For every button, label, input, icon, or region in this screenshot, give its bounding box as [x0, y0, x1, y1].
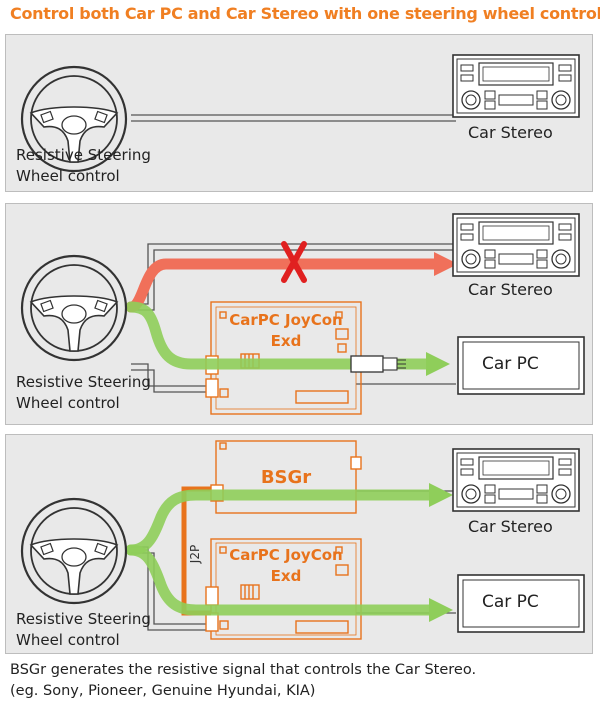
carpc-signal-arrow [125, 544, 437, 616]
car-stereo-label: Car Stereo [468, 517, 553, 536]
car-stereo-label: Car Stereo [468, 123, 553, 142]
steering-wheel-icon [20, 254, 128, 362]
wheel-label-line1: Resistive Steering [16, 610, 151, 628]
car-stereo-icon [452, 448, 580, 512]
car-pc-label: Car PC [482, 592, 539, 612]
joycon-label-line2: Exd [270, 567, 302, 585]
wheel-label-line1: Resistive Steering [16, 373, 151, 391]
bsgr-label: BSGr [260, 467, 312, 488]
car-stereo-icon [452, 213, 580, 277]
joycon-label: CarPC JoyCon Exd [211, 310, 361, 352]
carpc-signal-arrowhead [426, 352, 450, 376]
car-pc-icon [457, 336, 585, 395]
j2p-label: J2P [188, 544, 203, 564]
steering-wheel-icon [20, 65, 128, 173]
joycon-label-line1: CarPC JoyCon [229, 546, 343, 564]
panel2-diagram [20, 213, 585, 415]
wheel-label: Resistive Steering Wheel control [16, 372, 151, 414]
car-stereo-label: Car Stereo [468, 280, 553, 299]
wheel-label-line1: Resistive Steering [16, 146, 151, 164]
wire [131, 114, 456, 122]
footer-line1: BSGr generates the resistive signal that… [10, 662, 477, 678]
footer-line2: (eg. Sony, Pioneer, Genuine Hyundai, KIA… [10, 683, 316, 699]
panel-bsgr-joycon: BSGr CarPC JoyCon Exd J2P Resistive Stee… [5, 434, 593, 654]
joycon-label-line2: Exd [270, 332, 302, 350]
carpc-signal-arrowhead [429, 598, 453, 622]
panel1-diagram [20, 54, 580, 173]
stereo-signal-arrowhead [429, 483, 453, 507]
joycon-label: CarPC JoyCon Exd [211, 545, 361, 587]
car-pc-label: Car PC [482, 354, 539, 374]
stereo-signal-arrow [125, 489, 437, 556]
car-pc-icon [457, 574, 585, 633]
panel-joycon-exd: CarPC JoyCon Exd Resistive Steering Whee… [5, 203, 593, 425]
blocked-signal-arrowhead [434, 252, 458, 276]
footer-note: BSGr generates the resistive signal that… [10, 660, 476, 702]
car-stereo-icon [452, 54, 580, 118]
wheel-label: Resistive Steering Wheel control [16, 145, 151, 187]
page-title: Control both Car PC and Car Stereo with … [10, 4, 600, 23]
blocked-signal-arrow [125, 258, 442, 313]
panel-wheel-to-stereo: Resistive Steering Wheel control Car Ste… [5, 34, 593, 192]
blocked-x-icon [281, 241, 307, 283]
panel3-diagram [20, 440, 585, 640]
steering-wheel-icon [20, 497, 128, 605]
wheel-label-line2: Wheel control [16, 394, 120, 412]
wheel-label-line2: Wheel control [16, 631, 120, 649]
wheel-label: Resistive Steering Wheel control [16, 609, 151, 651]
carpc-signal-arrow [125, 301, 432, 370]
joycon-label-line1: CarPC JoyCon [229, 311, 343, 329]
joycon-board [205, 538, 362, 640]
usb-connector-icon [350, 355, 406, 373]
wheel-label-line2: Wheel control [16, 167, 120, 185]
